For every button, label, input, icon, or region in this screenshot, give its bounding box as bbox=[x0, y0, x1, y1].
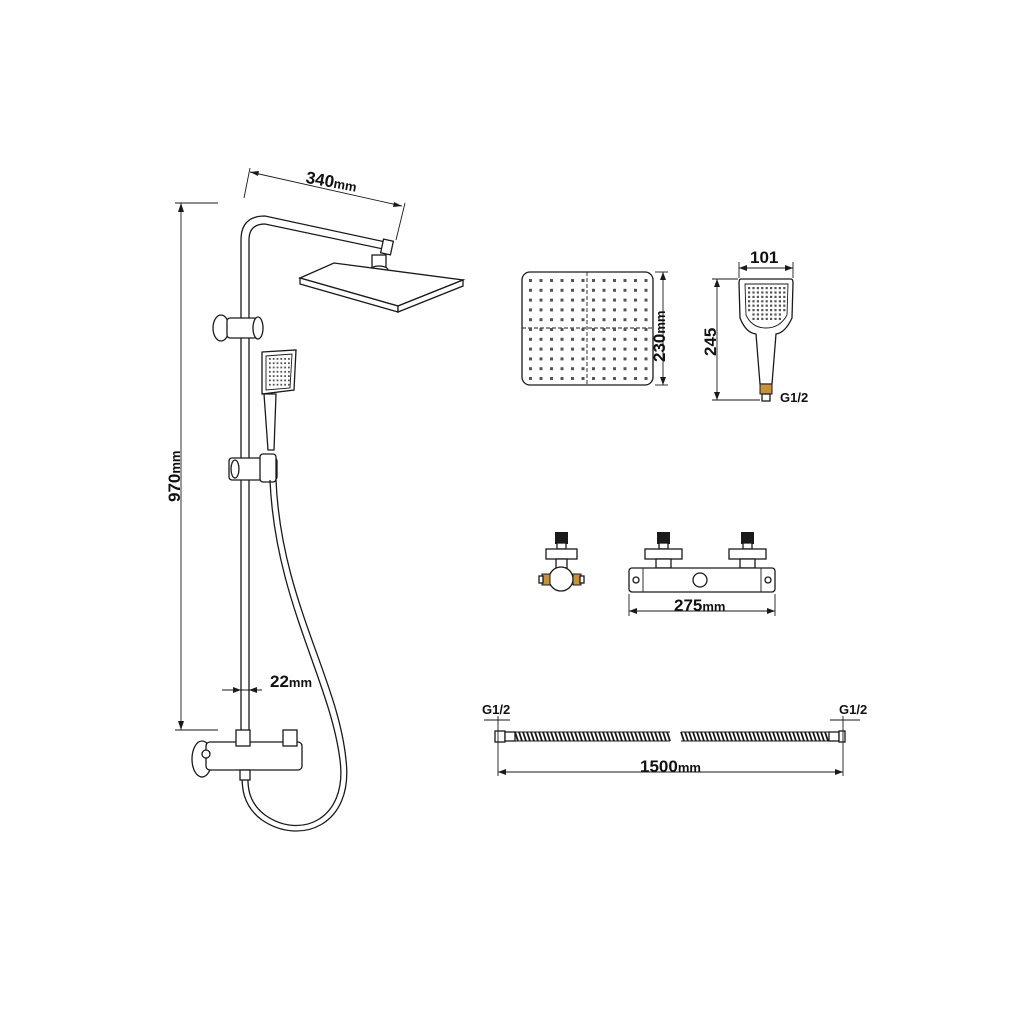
handset-width-value: 101 bbox=[750, 248, 778, 267]
arm-width-value: 340 bbox=[304, 168, 335, 192]
shower-column-assembly bbox=[191, 215, 466, 832]
dimension-column-height: 970mm bbox=[165, 202, 218, 731]
dimension-arm-width: 340mm bbox=[243, 167, 406, 241]
svg-text:340mm: 340mm bbox=[304, 168, 358, 196]
column-height-value: 970 bbox=[165, 474, 184, 502]
svg-text:275mm: 275mm bbox=[674, 596, 726, 615]
svg-text:1500mm: 1500mm bbox=[640, 757, 701, 776]
overhead-size-value: 230 bbox=[650, 334, 669, 362]
shower-hose bbox=[494, 730, 846, 743]
hose-thread-left-label: G1/2 bbox=[482, 702, 510, 717]
valve-side-view bbox=[538, 532, 585, 592]
overhead-size-unit: mm bbox=[653, 311, 668, 334]
dimension-valve-width: 275mm bbox=[628, 594, 776, 616]
dimension-hose-length: 1500mm bbox=[484, 716, 860, 776]
hose-length-unit: mm bbox=[678, 760, 701, 775]
valve-width-value: 275 bbox=[674, 596, 702, 615]
svg-text:970mm: 970mm bbox=[165, 451, 184, 503]
arm-width-unit: mm bbox=[333, 176, 358, 195]
dimension-handset-height: 245 bbox=[701, 278, 760, 401]
valve-width-unit: mm bbox=[702, 599, 725, 614]
hand-shower-side bbox=[261, 349, 297, 451]
valve-front-view bbox=[628, 532, 776, 593]
hose-thread-right-label: G1/2 bbox=[839, 702, 867, 717]
handset-height-value: 245 bbox=[701, 328, 720, 356]
dimension-overhead-size: 230mm bbox=[650, 271, 669, 386]
pipe-diameter-value: 22 bbox=[270, 672, 289, 691]
column-height-unit: mm bbox=[168, 451, 183, 474]
pipe-diameter-unit: mm bbox=[289, 675, 312, 690]
hose-length-value: 1500 bbox=[640, 757, 678, 776]
dimension-pipe-diameter: 22mm bbox=[222, 672, 312, 693]
svg-text:230mm: 230mm bbox=[650, 311, 669, 363]
dimension-handset-width: 101 bbox=[738, 248, 794, 278]
svg-text:22mm: 22mm bbox=[270, 672, 312, 691]
handset-front-view bbox=[738, 278, 794, 402]
handset-thread-label: G1/2 bbox=[780, 390, 808, 405]
overhead-shower-top-view bbox=[521, 271, 654, 386]
